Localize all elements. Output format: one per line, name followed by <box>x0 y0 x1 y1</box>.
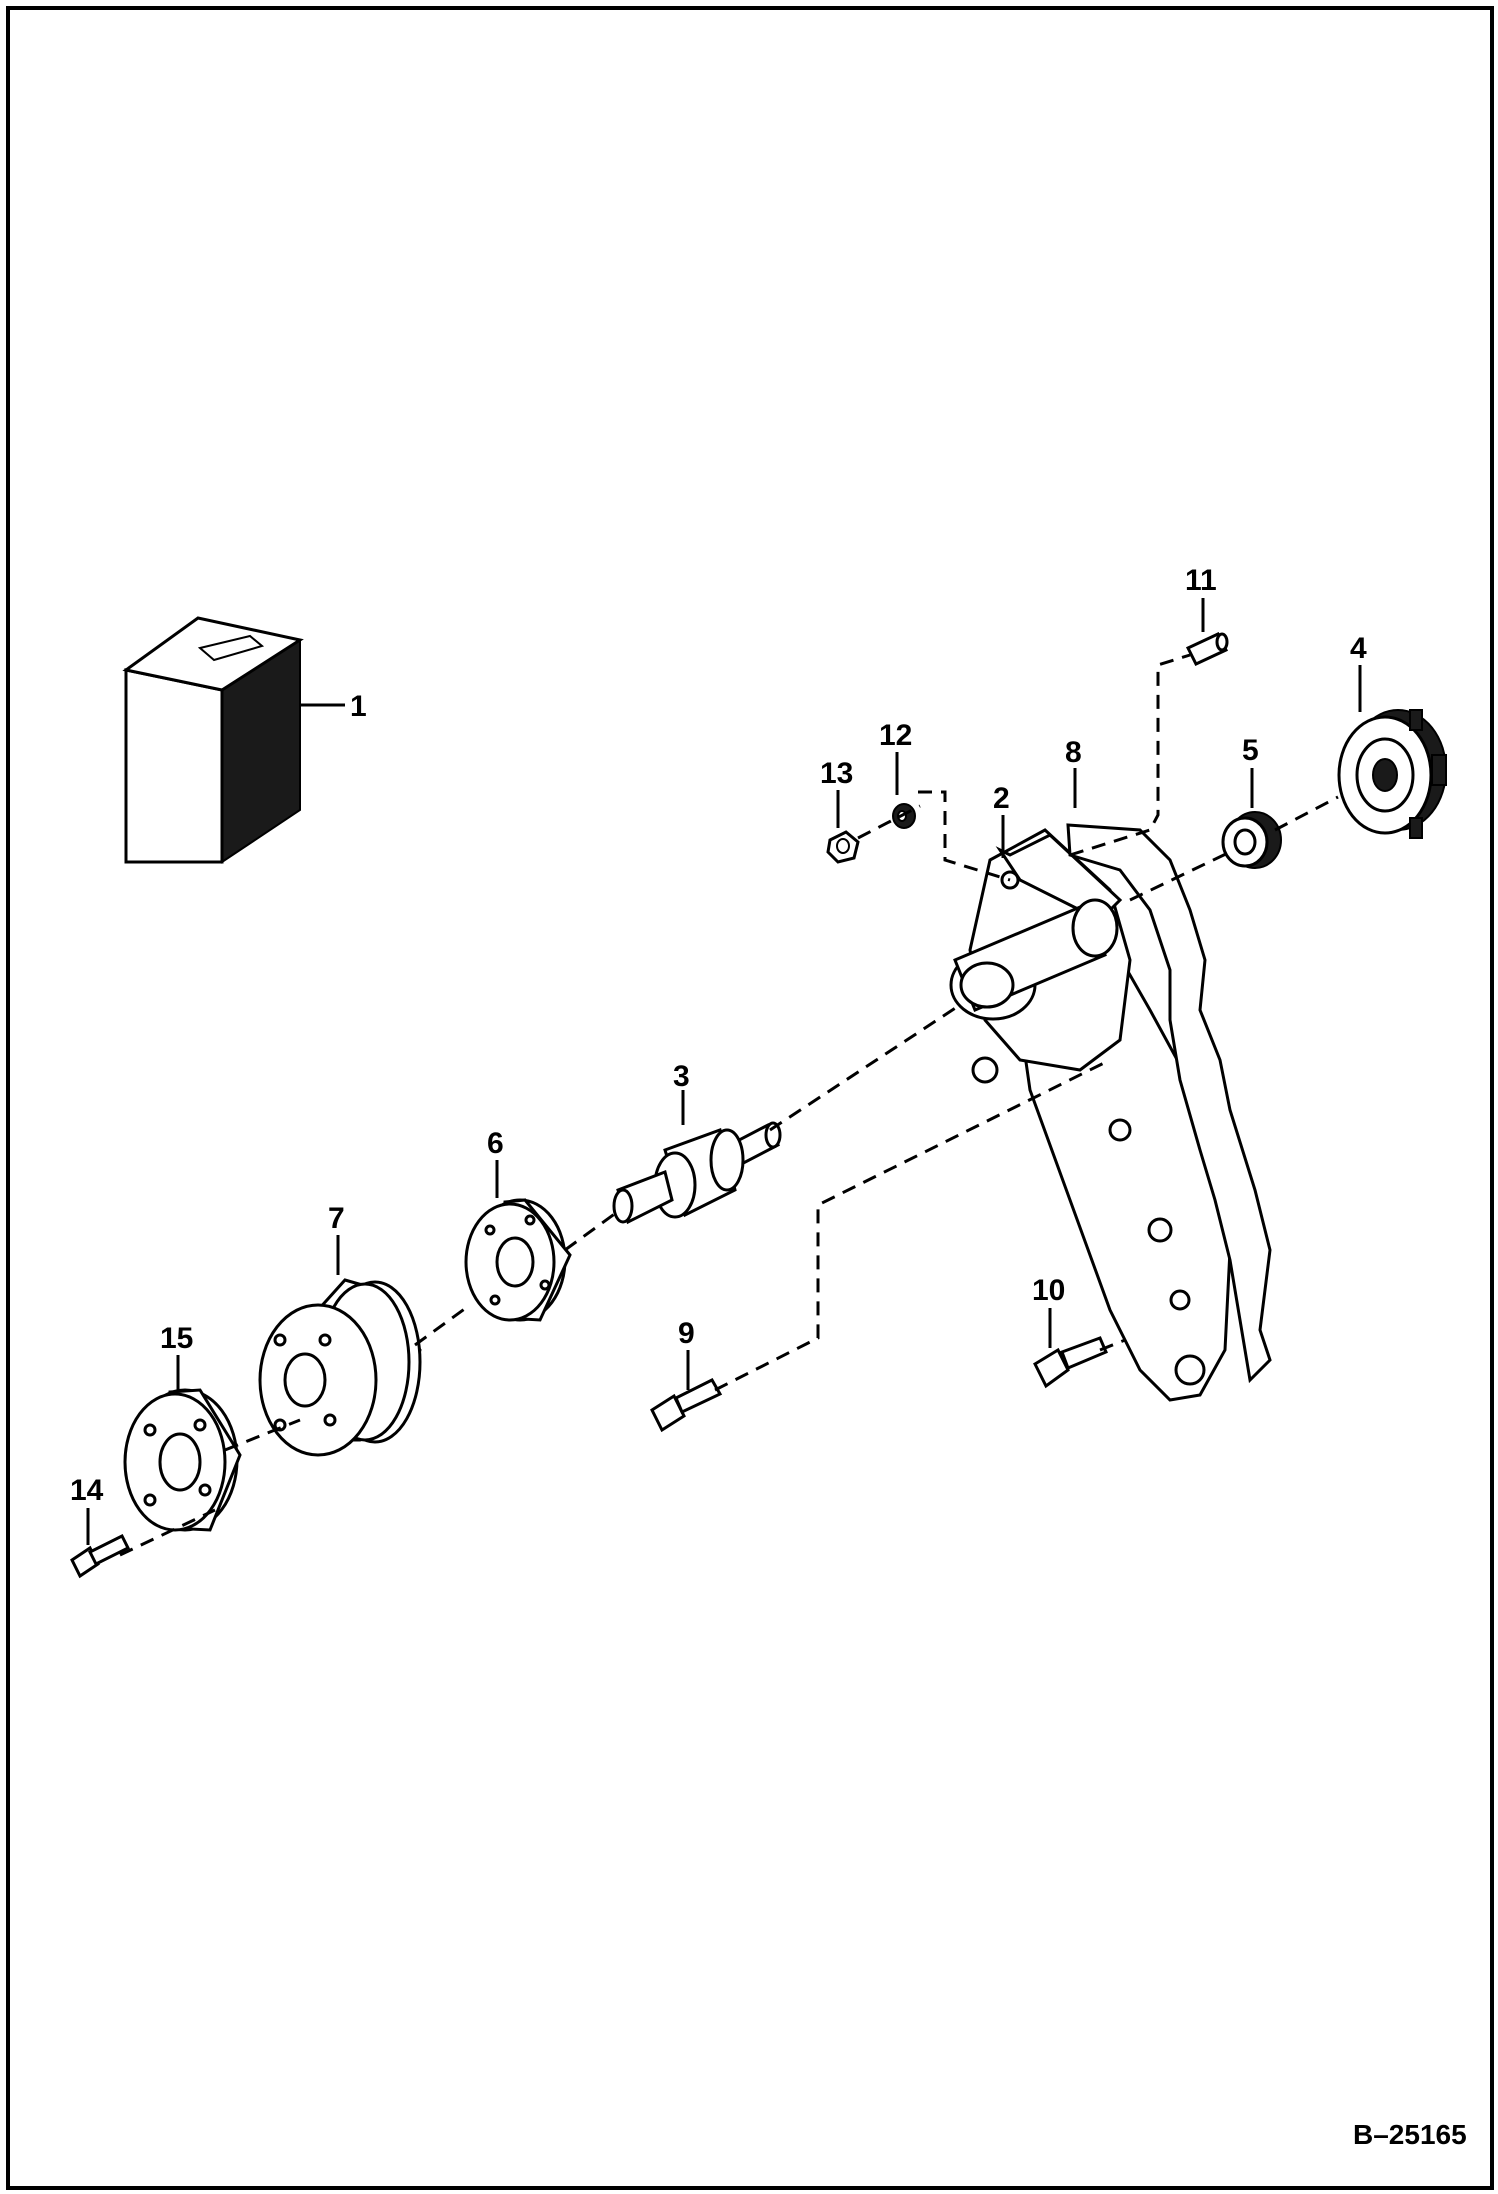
part-4-impeller <box>1337 709 1447 839</box>
part-11-stud <box>1185 632 1229 666</box>
callout-1: 1 <box>350 690 367 723</box>
part-15-hub <box>123 1388 242 1532</box>
drawing-id: B–25165 <box>1353 2119 1467 2150</box>
assembly-lines <box>119 653 1339 1557</box>
part-13-nut <box>826 830 860 864</box>
callout-5: 5 <box>1242 734 1259 767</box>
part-2-pump-housing <box>949 828 1232 1402</box>
callout-8: 8 <box>1065 736 1082 769</box>
callout-10: 10 <box>1032 1274 1065 1307</box>
part-5-seal <box>1221 811 1282 869</box>
callout-11: 11 <box>1185 564 1217 597</box>
callout-4: 4 <box>1350 632 1367 665</box>
callout-6: 6 <box>487 1127 504 1160</box>
callout-9: 9 <box>678 1317 695 1350</box>
callout-14: 14 <box>70 1474 104 1507</box>
diagram-frame <box>6 6 1494 2190</box>
callout-7: 7 <box>328 1202 345 1235</box>
callouts: 1 2 3 4 5 6 7 8 9 10 11 12 13 14 15 <box>70 564 1367 1507</box>
callout-2: 2 <box>993 782 1010 815</box>
callout-3: 3 <box>673 1060 690 1093</box>
part-10-bolt <box>1033 1336 1108 1389</box>
part-1-kit-box <box>122 616 304 864</box>
leader-lines <box>86 598 1362 1545</box>
callout-13: 13 <box>820 757 853 790</box>
callout-15: 15 <box>160 1322 193 1355</box>
part-12-washer <box>892 803 916 829</box>
part-3-shaft-bearing <box>612 1121 782 1225</box>
part-6-flange <box>464 1198 572 1322</box>
callout-12: 12 <box>879 719 912 752</box>
part-7-pulley <box>258 1278 422 1457</box>
part-8-gasket <box>1066 823 1272 1384</box>
part-14-bolt <box>70 1533 131 1579</box>
part-9-bolt <box>650 1378 723 1433</box>
